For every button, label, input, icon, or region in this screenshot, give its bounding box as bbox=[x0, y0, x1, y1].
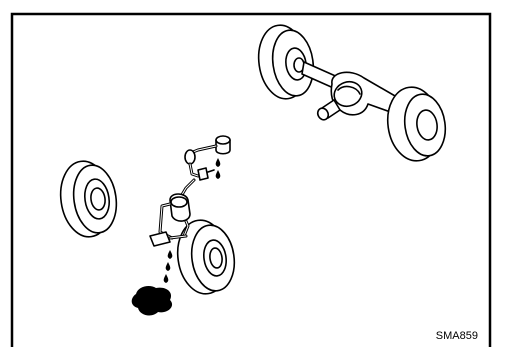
fluid-puddle bbox=[131, 286, 173, 316]
drop-icon bbox=[165, 262, 171, 271]
figure-code: SMA859 bbox=[435, 330, 478, 342]
fluid-drops bbox=[131, 158, 221, 316]
drop-icon bbox=[215, 170, 221, 179]
rear-axle-assembly bbox=[257, 24, 447, 162]
drop-icon bbox=[163, 274, 169, 283]
figure-frame bbox=[10, 12, 492, 347]
drop-icon bbox=[167, 250, 173, 259]
brake-line-assembly bbox=[149, 135, 231, 247]
rear-left-wheel-icon bbox=[257, 24, 315, 100]
drop-icon bbox=[215, 158, 221, 167]
rear-right-wheel-icon bbox=[386, 86, 447, 162]
front-right-wheel-icon bbox=[176, 219, 236, 295]
front-left-wheel-icon bbox=[59, 160, 118, 238]
